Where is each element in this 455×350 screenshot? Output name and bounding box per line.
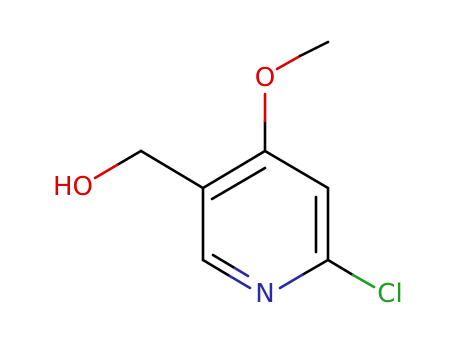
bond-o-ch3-carbon (298, 40, 330, 58)
hydroxyl-label: HO (53, 172, 93, 202)
bond-ch2-oh-carbon (115, 149, 143, 167)
bond-n-c2-carbon (201, 258, 230, 277)
bond-c6-n-carbon (300, 258, 330, 277)
bond-o-ch3-oxygen (275, 54, 302, 71)
bond-c3-c4-inner (210, 166, 267, 201)
ring-nitrogen-label: N (255, 279, 274, 309)
bond-n-c2-inner-nitrogen (231, 265, 250, 278)
bond-c3-ch2 (139, 149, 205, 190)
bond-n-c2-nitrogen (226, 273, 252, 290)
bond-c3-c4 (201, 149, 267, 190)
bond-n-c2-inner-carbon (211, 253, 235, 269)
bond-c6-cl-carbon (326, 258, 355, 277)
bond-c4-c5 (263, 149, 330, 190)
bond-ch2-oh-oxygen (93, 163, 119, 180)
methoxy-oxygen-label: O (255, 63, 275, 93)
bond-c6-n-nitrogen (278, 273, 304, 290)
bond-c6-cl-chlorine (351, 273, 376, 289)
chlorine-label: Cl (377, 279, 402, 309)
